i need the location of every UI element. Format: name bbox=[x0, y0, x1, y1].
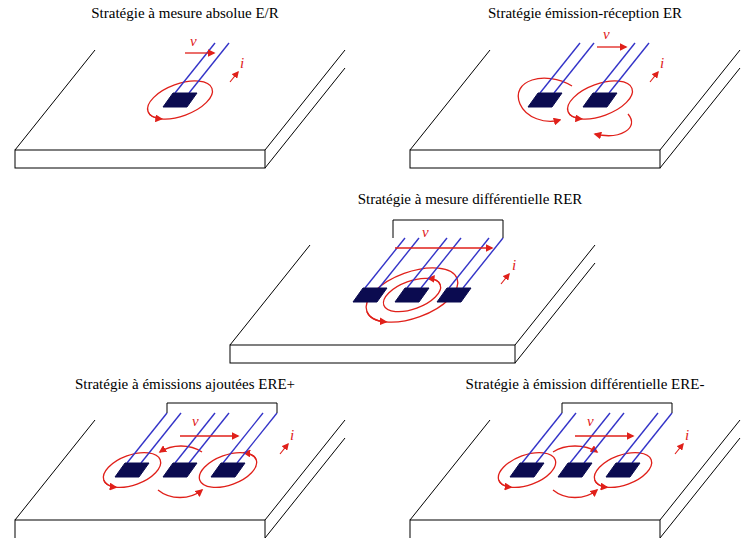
current-arrow bbox=[650, 72, 658, 82]
probe-coil bbox=[115, 43, 672, 477]
plate bbox=[15, 150, 265, 168]
current-label: i bbox=[660, 56, 664, 71]
current-label: i bbox=[290, 428, 294, 443]
current-arrow bbox=[280, 444, 288, 454]
eddy-current bbox=[553, 446, 597, 452]
plate bbox=[15, 520, 265, 538]
velocity-label: v bbox=[190, 34, 197, 49]
eddy-current bbox=[553, 490, 597, 498]
panel-title: Stratégie à émission différentielle ERE- bbox=[466, 377, 705, 392]
eddy-current bbox=[595, 114, 632, 136]
eddy-current bbox=[158, 490, 202, 498]
panel-title: Stratégie à mesure absolue E/R bbox=[91, 6, 278, 21]
probe-coil bbox=[583, 43, 649, 107]
plate bbox=[660, 420, 740, 520]
current-arrow bbox=[230, 72, 683, 454]
eddy-current bbox=[595, 477, 607, 490]
plate bbox=[410, 150, 660, 168]
current-arrow bbox=[230, 72, 238, 82]
plate bbox=[265, 438, 345, 538]
eddy-current bbox=[104, 477, 116, 490]
plate bbox=[15, 50, 740, 538]
probe-coil bbox=[211, 413, 277, 477]
probe-coil bbox=[163, 43, 229, 107]
wire-bracket bbox=[393, 220, 503, 238]
current-arrow bbox=[501, 274, 509, 284]
motion-arrow bbox=[395, 247, 492, 248]
eddy-current bbox=[568, 108, 581, 122]
probe-coil bbox=[606, 413, 672, 477]
eddy-current bbox=[160, 446, 202, 452]
motion-arrow bbox=[597, 46, 626, 47]
plate bbox=[660, 438, 740, 538]
plate bbox=[515, 245, 595, 345]
eddy-current bbox=[148, 108, 161, 122]
current-label: i bbox=[685, 428, 689, 443]
plate bbox=[15, 420, 95, 520]
current-arrow bbox=[675, 444, 683, 454]
plate bbox=[265, 68, 345, 168]
velocity-label: v bbox=[587, 414, 594, 429]
probe-coil bbox=[528, 43, 594, 107]
plate bbox=[230, 245, 310, 345]
current-label: i bbox=[240, 56, 244, 71]
velocity-label: v bbox=[422, 225, 429, 240]
wire-bracket bbox=[167, 403, 277, 413]
current-label: i bbox=[512, 258, 516, 273]
plate bbox=[265, 420, 345, 520]
motion-arrow bbox=[180, 435, 238, 436]
eddy-current bbox=[499, 477, 511, 490]
plate bbox=[230, 345, 515, 363]
plate bbox=[410, 520, 660, 538]
wire-bracket bbox=[562, 403, 672, 413]
panel-title: Stratégie à mesure différentielle RER bbox=[358, 192, 583, 207]
velocity-label: v bbox=[603, 27, 610, 42]
panel-title: Stratégie à émissions ajoutées ERE+ bbox=[75, 377, 295, 392]
velocity-label: v bbox=[192, 414, 199, 429]
plate bbox=[15, 50, 95, 150]
plate bbox=[265, 50, 345, 150]
eddy-current bbox=[99, 73, 657, 497]
plate bbox=[410, 50, 490, 150]
plate bbox=[660, 68, 740, 168]
plate bbox=[515, 263, 595, 363]
motion-arrow bbox=[575, 435, 633, 436]
plate bbox=[410, 420, 490, 520]
eddy-current bbox=[367, 306, 386, 326]
panel-title: Stratégie émission-réception ER bbox=[488, 6, 682, 21]
plate bbox=[660, 50, 740, 150]
motion-arrow bbox=[185, 52, 214, 53]
